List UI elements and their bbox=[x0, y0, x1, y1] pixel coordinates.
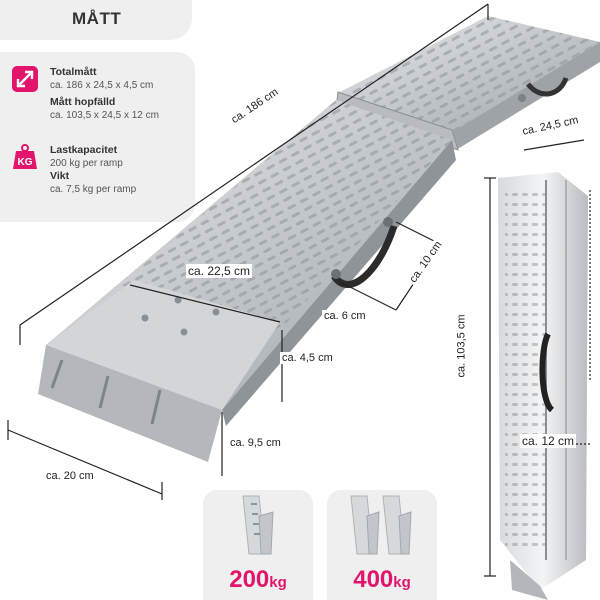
dimension-inner-width: ca. 22,5 cm bbox=[186, 264, 253, 278]
page-title: MÅTT bbox=[72, 9, 122, 28]
dimension-folded-length: ca. 103,5 cm bbox=[455, 312, 468, 380]
dimension-folded-thickness: ca. 12 cm bbox=[520, 434, 577, 448]
capacity-number: 200 bbox=[229, 566, 270, 593]
spec-value: ca. 186 x 24,5 x 4,5 cm bbox=[50, 80, 154, 91]
folded-dimension-lines bbox=[484, 139, 591, 577]
ramp-upper-half bbox=[340, 16, 600, 150]
spec-value: ca. 103,5 x 24,5 x 12 cm bbox=[50, 110, 159, 121]
dimension-outer-width: ca. 20 cm bbox=[44, 470, 96, 482]
capacity-number: 400 bbox=[353, 566, 394, 593]
dimension-thickness: ca. 4,5 cm bbox=[280, 352, 335, 364]
spec-label: Totalmått bbox=[50, 66, 97, 78]
capacity-label-pair: 400kg bbox=[327, 566, 437, 594]
handle-lower bbox=[331, 224, 398, 288]
kg-weight-icon: KG bbox=[13, 144, 37, 169]
spec-weight: KG Lastkapacitet 200 kg per ramp Vikt ca… bbox=[12, 144, 136, 196]
spec-label: Vikt bbox=[50, 170, 70, 182]
capacity-unit: kg bbox=[393, 574, 411, 591]
dimension-handle-offset: ca. 6 cm bbox=[322, 310, 368, 322]
title-pill bbox=[0, 0, 192, 40]
kg-icon-text: KG bbox=[18, 157, 33, 168]
spec-label: Mått hopfälld bbox=[50, 96, 116, 108]
capacity-label-single: 200kg bbox=[203, 566, 313, 594]
handle-upper bbox=[526, 76, 569, 97]
spec-total-size: Totalmått ca. 186 x 24,5 x 4,5 cm Mått h… bbox=[12, 66, 159, 122]
spec-value: 200 kg per ramp bbox=[50, 158, 123, 169]
ramp-pair-icon bbox=[350, 495, 412, 555]
capacity-card-pair: 400kg bbox=[327, 490, 437, 600]
single-ramp-icon bbox=[242, 495, 274, 555]
spec-label: Lastkapacitet bbox=[50, 144, 118, 156]
spec-card: Totalmått ca. 186 x 24,5 x 4,5 cm Mått h… bbox=[0, 52, 195, 222]
resize-arrows-icon bbox=[12, 66, 38, 92]
spec-value: ca. 7,5 kg per ramp bbox=[50, 184, 137, 195]
capacity-unit: kg bbox=[269, 574, 287, 591]
folded-ramp bbox=[498, 172, 588, 600]
dimension-lines bbox=[7, 3, 489, 500]
dimension-foot-length: ca. 9,5 cm bbox=[228, 437, 283, 449]
ramp-lower-half bbox=[38, 100, 456, 462]
capacity-card-single: 200kg bbox=[203, 490, 313, 600]
